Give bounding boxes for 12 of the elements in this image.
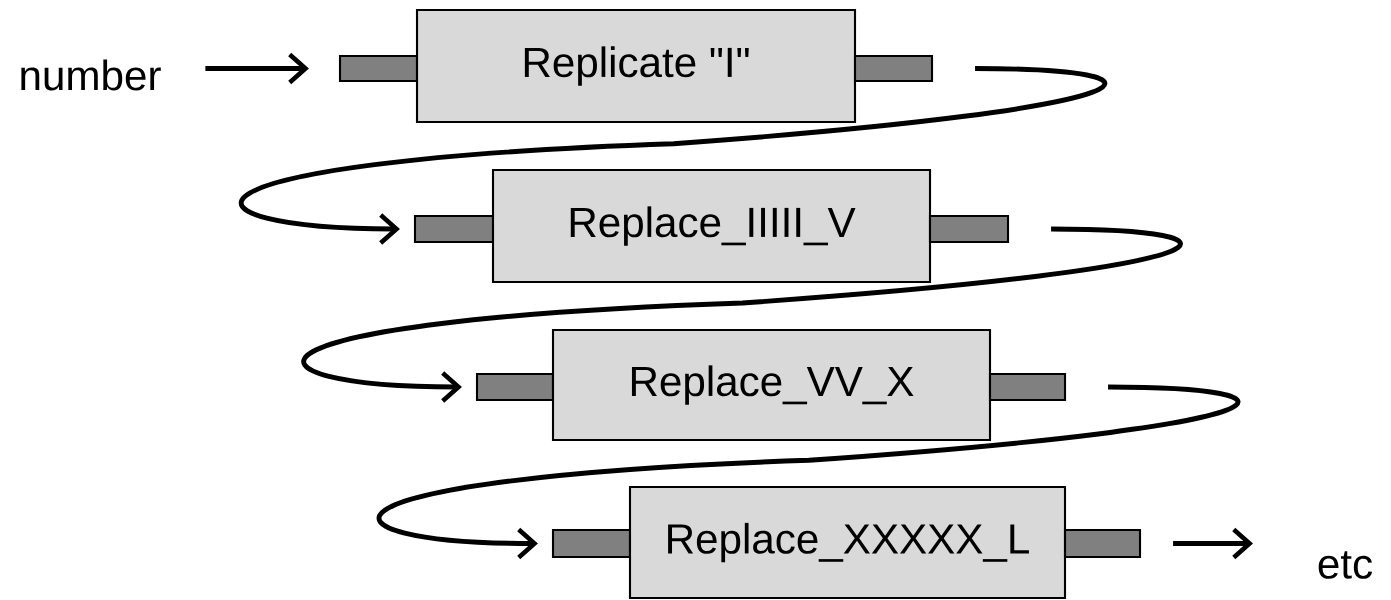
port-bar	[551, 528, 632, 559]
text-label: number	[21, 59, 161, 91]
arrow	[1173, 527, 1253, 560]
arrow	[205, 52, 309, 85]
arrow	[377, 384, 1239, 560]
port-bar	[853, 54, 934, 83]
arrow	[239, 66, 1105, 245]
port-bar	[338, 54, 419, 83]
port-bar	[1063, 528, 1142, 559]
process-box: Replace_XXXXX_L	[628, 485, 1067, 600]
text-label: etc	[1318, 551, 1373, 579]
process-box: Replicate "I"	[415, 8, 857, 124]
